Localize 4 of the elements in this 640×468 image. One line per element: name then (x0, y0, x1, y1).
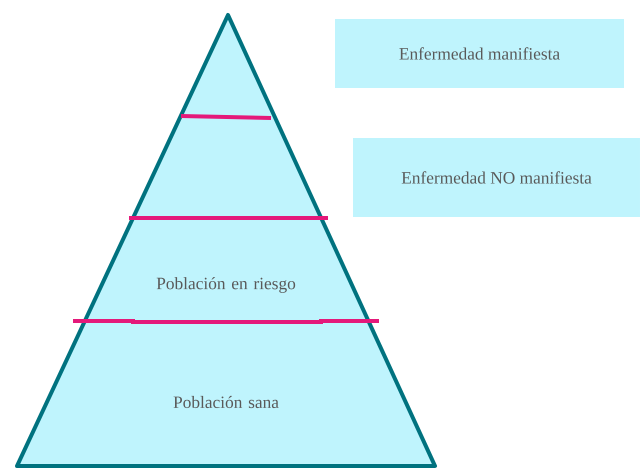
band-label: Población en riesgo (156, 277, 296, 293)
band-label: Población sana (174, 396, 279, 408)
label-box: Enfermedad NO manifiesta (353, 138, 640, 217)
label-box: Enfermedad manifiesta (335, 19, 624, 88)
